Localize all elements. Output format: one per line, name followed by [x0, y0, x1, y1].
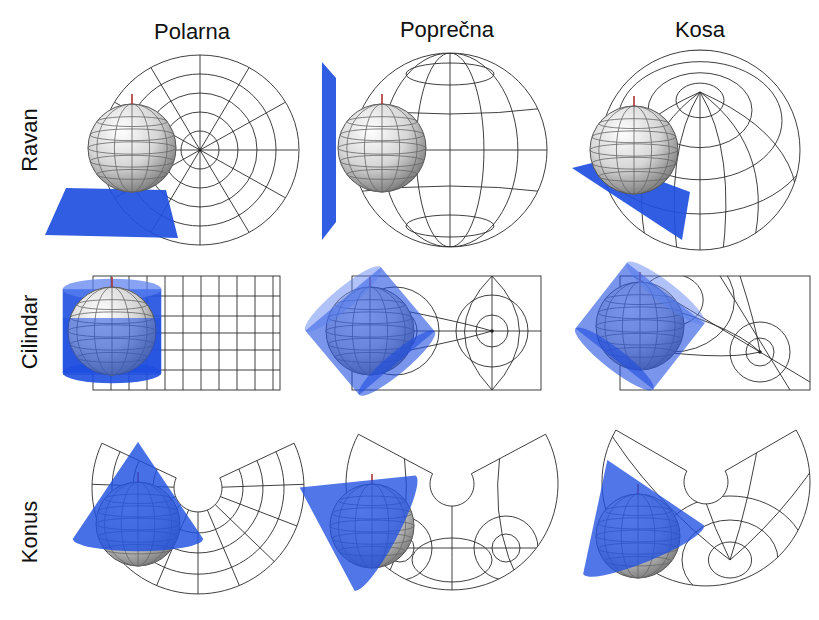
grid-meridian: [198, 512, 199, 594]
globe-parallel: [347, 169, 417, 179]
grid-meridian: [720, 276, 790, 390]
column-header: Poprečna: [400, 17, 494, 42]
row-label: Cilindar: [17, 295, 42, 370]
grid-meridian: [200, 150, 298, 151]
globe-parallel: [97, 117, 167, 127]
globe-body: [590, 106, 678, 194]
globe-meridian: [634, 106, 635, 194]
globe-parallel: [88, 142, 176, 154]
grid-meridian: [220, 497, 297, 526]
projection-cone: [73, 442, 203, 551]
globe-axis: [131, 94, 133, 104]
grid-parallel: [406, 215, 494, 237]
grid-meridian: [730, 420, 819, 560]
cylinder-end: [352, 323, 441, 403]
grid-parallel: [730, 322, 790, 382]
globe-parallel: [90, 129, 174, 141]
globe-parallel: [599, 119, 669, 129]
globe-parallel: [90, 155, 174, 167]
globe-parallel: [97, 169, 167, 179]
grid-meridian: [215, 505, 274, 562]
grid-meridian: [200, 55, 201, 150]
grid-meridian: [452, 400, 453, 600]
column-header: Polarna: [154, 19, 230, 44]
grid-pole: [758, 350, 762, 354]
grid-meridian: [730, 420, 762, 560]
grid-meridian: [207, 510, 239, 585]
grid-meridian: [492, 276, 520, 390]
grid-meridian: [700, 92, 726, 260]
grid-meridian: [492, 276, 493, 390]
cylinder-front: [63, 318, 161, 375]
grid-meridian: [200, 150, 249, 232]
projection-cylinder: [63, 279, 162, 384]
grid-meridian: [700, 92, 797, 260]
globe-body: [338, 104, 426, 192]
globe-parallel: [590, 144, 678, 156]
projection-cone: [269, 430, 427, 596]
grid-parallel: [406, 63, 494, 85]
globe-body: [88, 104, 176, 192]
globe-parallel: [338, 142, 426, 154]
grid-pole: [198, 148, 202, 152]
globe: [338, 94, 426, 192]
globe-parallel: [340, 155, 424, 167]
globe-axis: [381, 94, 383, 104]
cylinder-end: [299, 259, 388, 339]
globe-meridian: [132, 104, 133, 192]
globe-axis: [633, 96, 635, 106]
row-label: Ravan: [17, 108, 42, 172]
projection-plane: [45, 188, 178, 238]
grid-meridian: [200, 103, 285, 151]
globe-parallel: [592, 131, 676, 143]
grid: [353, 53, 547, 247]
grid-meridian: [700, 92, 758, 260]
globe-parallel: [77, 300, 147, 310]
row-label: Konus: [17, 501, 42, 563]
globe-axis: [111, 277, 113, 287]
projection-cylinder: [569, 254, 711, 397]
grid-meridian: [200, 150, 285, 198]
cone-body: [547, 436, 709, 586]
grid-outline: [353, 53, 547, 247]
globe-parallel: [592, 157, 676, 169]
column-header: Kosa: [675, 17, 725, 42]
cylinder-end: [569, 320, 660, 397]
projection-cylinder: [299, 259, 442, 403]
grid-meridian: [465, 276, 493, 390]
globe: [590, 96, 678, 194]
grid-meridian: [700, 92, 701, 260]
cone-body: [73, 442, 203, 551]
projection-plane: [322, 62, 336, 240]
cylinder-end: [620, 254, 711, 331]
grid-meridian: [222, 484, 304, 487]
grid-meridian: [200, 150, 201, 245]
cone-body: [269, 430, 427, 596]
globe-meridian: [347, 104, 417, 192]
grid-meridian: [200, 68, 249, 150]
globe-parallel: [599, 171, 669, 181]
grid: [550, 37, 819, 261]
grid-parallel: [392, 420, 512, 460]
grid-parallel: [550, 37, 819, 253]
globe-parallel: [340, 129, 424, 141]
grid-pole: [490, 329, 494, 333]
grid-parallel: [746, 338, 774, 366]
globe-parallel: [347, 117, 417, 127]
globe-meridian: [97, 104, 167, 192]
globe-meridian: [599, 106, 669, 194]
grid-meridian: [740, 276, 760, 352]
globe-meridian: [382, 104, 383, 192]
projection-cone: [547, 436, 709, 586]
globe: [88, 94, 176, 192]
